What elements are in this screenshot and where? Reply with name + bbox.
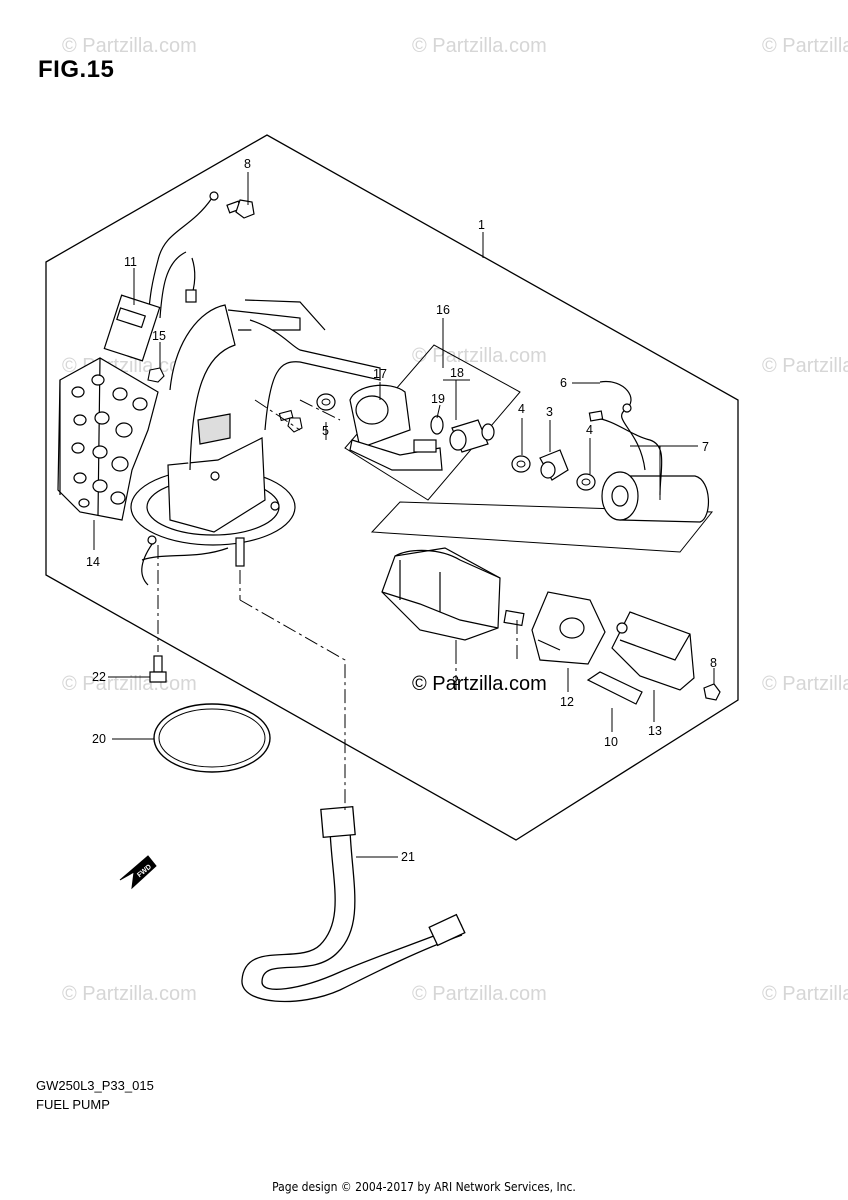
assembly-outline — [45, 134, 739, 841]
watermark: © Partzilla.com — [762, 35, 848, 57]
washer-part-4b — [576, 473, 596, 491]
o-ring-part-20 — [153, 703, 271, 773]
watermark: © Partzilla.com — [762, 983, 848, 1005]
callout-18[interactable]: 18 — [450, 366, 464, 380]
regulator-part-17 — [349, 384, 443, 471]
callout-6[interactable]: 6 — [560, 376, 567, 390]
callout-4[interactable]: 4 — [518, 402, 525, 416]
watermark: © Partzilla.com — [412, 983, 547, 1005]
watermark: © Partzilla.com — [762, 673, 848, 695]
clip-part-10 — [586, 671, 643, 705]
callout-12[interactable]: 12 — [560, 695, 574, 709]
subassembly-box-16 — [344, 344, 521, 501]
diagram-name: FUEL PUMP — [36, 1097, 110, 1112]
washer-part-5-hole — [321, 398, 331, 406]
filter-screen-part — [57, 357, 159, 521]
washer-part-4a-hole — [516, 460, 526, 468]
callout-20[interactable]: 20 — [92, 732, 106, 746]
gasket-part-12 — [531, 591, 606, 665]
bolt-part-22 — [149, 655, 167, 683]
callout-13[interactable]: 13 — [648, 724, 662, 738]
leader-lines — [93, 172, 715, 858]
callout-10[interactable]: 10 — [604, 735, 618, 749]
watermark: © Partzilla.com — [762, 355, 848, 377]
callout-17[interactable]: 17 — [373, 367, 387, 381]
fitting-part-3 — [539, 449, 569, 481]
cover-part-13 — [611, 611, 695, 691]
diagram-code: GW250L3_P33_015 — [36, 1078, 154, 1093]
watermark: © Partzilla.com — [412, 35, 547, 57]
pump-case-part-2 — [381, 547, 525, 641]
watermark: © Partzilla.com — [62, 35, 197, 57]
callouts: 8 1 11 15 16 17 18 19 5 4 3 4 6 7 8 14 2… — [86, 157, 717, 864]
wiring-harness-part — [103, 191, 219, 362]
watermark: © Partzilla.com — [62, 983, 197, 1005]
callout-19[interactable]: 19 — [431, 392, 445, 406]
page-footer: Page design © 2004-2017 by ARI Network S… — [272, 1180, 576, 1194]
o-ring-part-19 — [430, 415, 444, 435]
washer-part-4b-hole — [581, 478, 591, 486]
callout-21[interactable]: 21 — [401, 850, 415, 864]
callout-16[interactable]: 16 — [436, 303, 450, 317]
bolt-part-8b — [703, 683, 721, 701]
washer-part-5 — [316, 393, 336, 411]
watermark: © Partzilla.com — [412, 345, 547, 367]
callout-5[interactable]: 5 — [322, 424, 329, 438]
watermark: © Partzilla.com — [62, 673, 197, 695]
callout-11[interactable]: 11 — [124, 255, 137, 269]
figure-title: FIG.15 — [38, 56, 115, 83]
fuel-hose-part-21 — [241, 805, 466, 1003]
callout-8[interactable]: 8 — [244, 157, 251, 171]
nut-part-15 — [147, 367, 165, 383]
callout-1[interactable]: 1 — [478, 218, 485, 232]
pump-bracket — [130, 299, 381, 586]
callout-22[interactable]: 22 — [92, 670, 106, 684]
reference-lines — [157, 399, 518, 810]
callout-15[interactable]: 15 — [152, 329, 166, 343]
fwd-arrow-icon: FWD — [119, 855, 157, 890]
central-watermark: © Partzilla.com — [412, 673, 547, 695]
washer-part-4a — [511, 455, 531, 473]
o-ring-part-20-inner — [158, 708, 266, 768]
callout-14[interactable]: 14 — [86, 555, 100, 569]
callout-7[interactable]: 7 — [702, 440, 709, 454]
connector-part-18 — [449, 419, 495, 453]
callout-8[interactable]: 8 — [710, 656, 717, 670]
subassembly-box-2 — [370, 501, 714, 553]
fuel-pump-part-7 — [588, 380, 710, 523]
callout-2[interactable]: 2 — [452, 674, 459, 688]
bolt-part-8 — [226, 199, 255, 219]
callout-3[interactable]: 3 — [546, 405, 553, 419]
callout-4[interactable]: 4 — [586, 423, 593, 437]
